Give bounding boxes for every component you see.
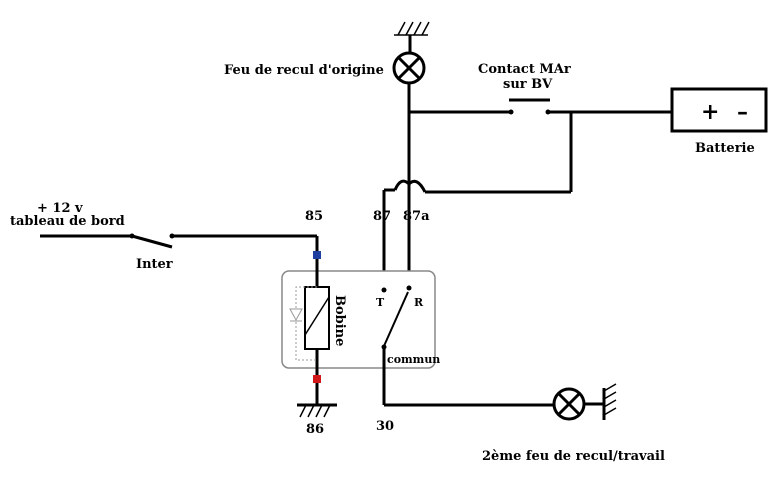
contact-label-line1: Contact MAr: [478, 62, 571, 77]
pin-30-label: 30: [376, 419, 394, 434]
contact-label-line2: sur BV: [503, 77, 553, 92]
pin-86-label: 86: [306, 422, 324, 437]
switch-icon-inter: [129, 233, 175, 249]
relay-switch-arm: [383, 291, 409, 347]
pin-87-label: 87: [373, 209, 391, 224]
wire-jumper: [393, 179, 427, 193]
lamp-icon-second: [552, 387, 586, 421]
pin-87a-label: 87a: [403, 209, 430, 224]
lamp-original-label: Feu de recul d'origine: [224, 63, 384, 78]
diode-icon: [289, 286, 317, 361]
lamp-icon-original: [392, 51, 426, 85]
pin-85-label: 85: [305, 209, 323, 224]
contact-T-terminal: [381, 287, 387, 293]
ground-icon-86: [297, 403, 337, 418]
ground-icon-right: [602, 383, 617, 420]
battery-minus: –: [737, 99, 748, 125]
ground-icon-top: [394, 21, 430, 52]
common-label: commun: [387, 353, 440, 366]
supply-label-line1: + 12 v: [37, 201, 83, 216]
battery-plus: +: [701, 99, 719, 125]
switch-label: Inter: [136, 257, 173, 272]
pin-86-marker: [313, 375, 321, 383]
supply-label-line2: tableau de bord: [10, 214, 125, 229]
battery-icon: + –: [670, 87, 768, 133]
relay-coil-icon: [304, 286, 330, 350]
contact-R-label: R: [414, 296, 424, 309]
contact-T-label: T: [376, 296, 385, 309]
coil-label: Bobine: [332, 295, 347, 346]
battery-label: Batterie: [695, 141, 755, 156]
lamp-second-label: 2ème feu de recul/travail: [482, 449, 665, 464]
pin-85-marker: [313, 251, 321, 259]
switch-icon-contact: [508, 98, 551, 115]
contact-R-terminal: [406, 285, 412, 291]
